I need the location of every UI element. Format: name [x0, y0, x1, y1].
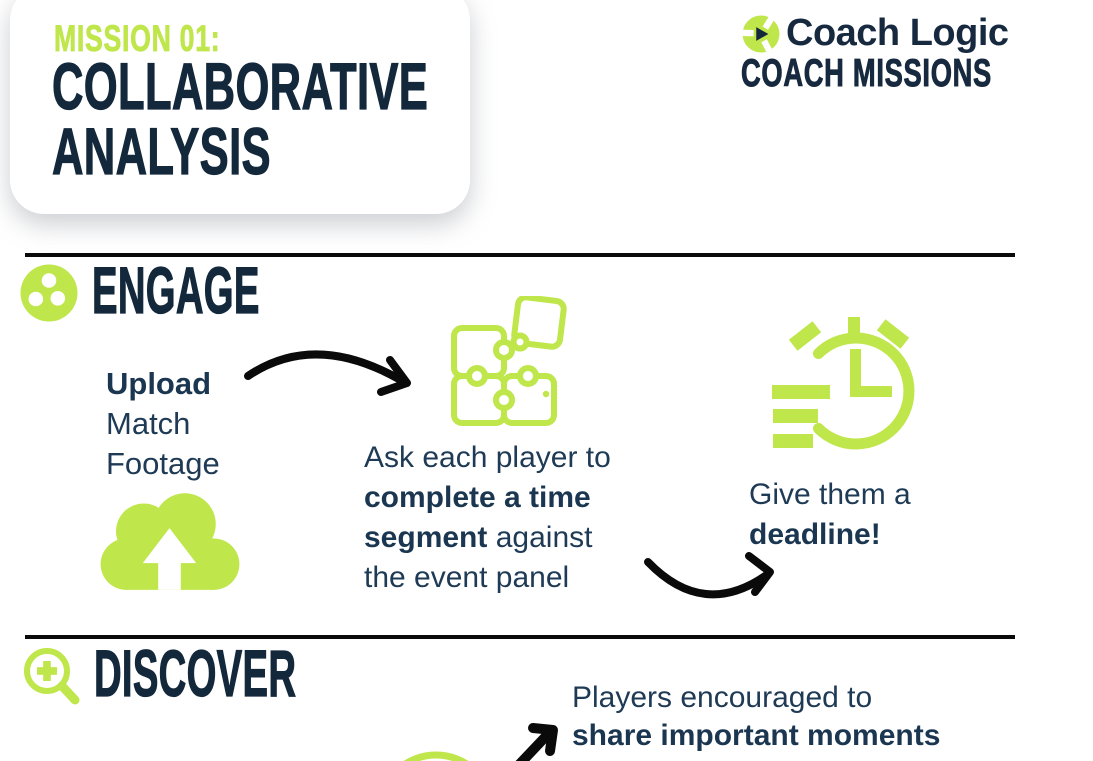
mission-label-text: MISSION 01:	[54, 18, 221, 60]
mission-label: MISSION 01:	[54, 18, 285, 60]
deadline-caption: Give them a deadline!	[749, 475, 911, 555]
meeting-dots-icon	[20, 264, 78, 322]
upload-caption-line3: Footage	[106, 446, 220, 481]
upload-caption-line2: Match	[106, 406, 191, 441]
time-segment-caption: Ask each player to complete a time segme…	[364, 438, 611, 598]
upload-caption: Upload Match Footage	[106, 364, 220, 484]
step2-line2: complete a time	[364, 481, 591, 514]
circle-arc-decoration	[403, 751, 469, 761]
brand-subtitle: COACH MISSIONS	[741, 52, 1093, 96]
small-up-right-arrow-icon	[515, 723, 558, 761]
section-divider-top	[25, 253, 1015, 257]
mission-title-card	[10, 0, 470, 214]
page-title: COLLABORATIVE ANALYSIS	[52, 49, 622, 188]
section-divider-bottom	[25, 635, 1015, 639]
engage-section-heading: ENGAGE	[92, 253, 260, 327]
cloud-upload-icon	[100, 485, 240, 595]
coach-logic-play-icon	[742, 15, 780, 53]
curved-arrow-up-right-icon	[644, 552, 774, 599]
puzzle-pieces-icon	[446, 296, 570, 426]
share-moments-caption: Players encouraged to share important mo…	[572, 679, 940, 755]
step2-line3-regular: against	[495, 521, 593, 554]
brand-subtitle-text: COACH MISSIONS	[741, 52, 992, 96]
curved-arrow-right-icon	[244, 350, 411, 396]
step2-line3-bold: segment	[364, 521, 488, 554]
step3-line2: deadline!	[749, 518, 881, 551]
step2-line1: Ask each player to	[364, 441, 611, 474]
brand-name: Coach Logic	[786, 12, 1009, 54]
page-title-line2: ANALYSIS	[52, 114, 271, 188]
magnifier-plus-icon	[20, 644, 84, 708]
note-line2: share important moments	[572, 719, 941, 752]
stopwatch-icon	[768, 317, 928, 467]
step2-line4: the event panel	[364, 561, 570, 594]
note-line1: Players encouraged to	[572, 681, 873, 714]
page-title-line1: COLLABORATIVE	[52, 49, 429, 123]
step3-line1: Give them a	[749, 478, 911, 511]
discover-section-heading: DISCOVER	[94, 636, 297, 710]
upload-caption-bold: Upload	[106, 366, 212, 401]
